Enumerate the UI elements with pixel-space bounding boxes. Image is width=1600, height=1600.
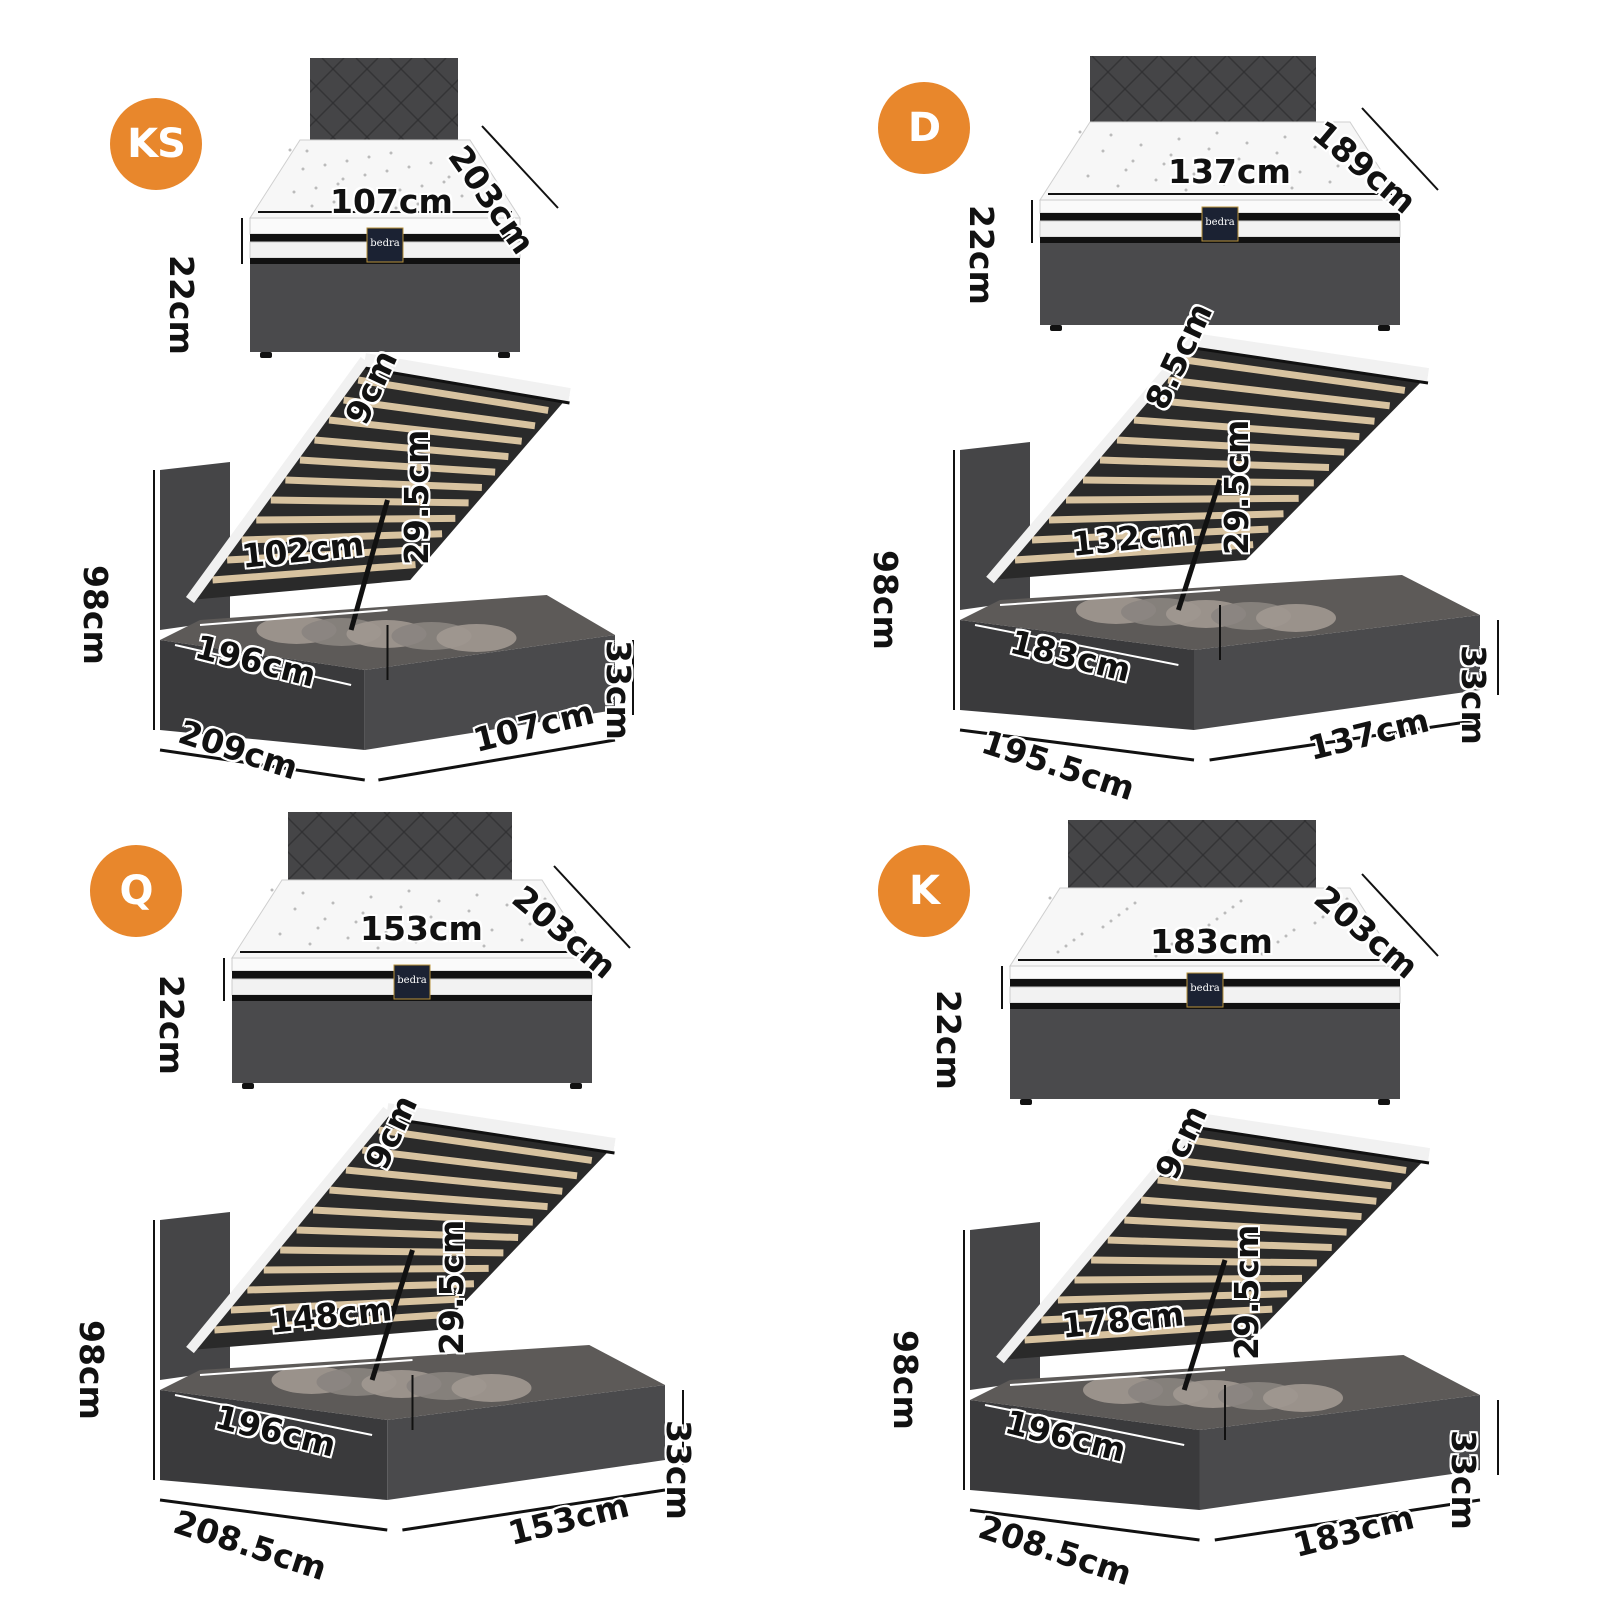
closed-bed-icon: bedra [1031, 56, 1439, 331]
storage-bed-open-icon [963, 1113, 1499, 1542]
tufted-headboard-icon [1068, 820, 1316, 890]
bed-base-icon [1010, 1009, 1400, 1099]
size-panel-ks: bedra KS 107cm 203cm 22cm 98cm 9cm 102cm… [0, 0, 800, 800]
tufted-headboard-icon [960, 442, 1030, 610]
frame-height-label: 98cm [886, 1330, 925, 1430]
bed-illustration: bedra [963, 820, 1499, 1542]
bed-base-front-icon [160, 1390, 388, 1500]
size-badge: D [878, 82, 970, 174]
base-height-label: 33cm [1454, 645, 1493, 745]
bed-base-side-icon [364, 635, 615, 750]
base-height-label: 33cm [659, 1420, 698, 1520]
tufted-headboard-icon [288, 812, 512, 886]
storage-depth-label: 29.5cm [1227, 1224, 1266, 1360]
bed-base-side-icon [387, 1385, 665, 1500]
top-width-label: 153cm [360, 909, 483, 948]
storage-bed-open-icon [153, 1103, 684, 1532]
brand-label-icon [393, 964, 431, 1000]
bed-illustration: bedra [153, 812, 684, 1532]
size-badge: K [878, 845, 970, 937]
gas-strut-icon [1176, 479, 1223, 611]
bed-base-icon [250, 264, 520, 352]
closed-bed-icon: bedra [1001, 820, 1439, 1105]
brand-label-icon [1186, 972, 1224, 1008]
mattress-height-label: 22cm [152, 975, 191, 1075]
tufted-headboard-icon [160, 1212, 230, 1380]
closed-bed-icon: bedra [241, 58, 559, 358]
mattress-height-label: 22cm [929, 990, 968, 1090]
top-width-label: 183cm [1150, 922, 1273, 961]
gas-strut-icon [1181, 1259, 1228, 1391]
bed-base-side-icon [1194, 615, 1480, 730]
tufted-headboard-icon [310, 58, 458, 148]
mattress-height-label: 22cm [162, 255, 201, 355]
brand-label-icon [1201, 206, 1239, 242]
bed-base-front-icon [160, 640, 365, 750]
bed-illustration: bedra [153, 58, 634, 782]
tufted-headboard-icon [970, 1222, 1040, 1390]
tufted-headboard-icon [1090, 56, 1316, 122]
gas-strut-icon [369, 1249, 415, 1381]
bed-base-front-icon [960, 620, 1194, 730]
top-width-label: 137cm [1168, 152, 1291, 191]
bed-base-icon [1040, 243, 1400, 325]
frame-height-label: 98cm [866, 550, 905, 650]
base-height-label: 33cm [599, 640, 638, 740]
brand-label-text: bedra [397, 975, 427, 986]
storage-bed-open-icon [153, 353, 634, 782]
bed-illustration: bedra [953, 56, 1499, 762]
base-height-label: 33cm [1444, 1430, 1483, 1530]
bed-base-side-icon [1199, 1395, 1480, 1510]
mattress-height-label: 22cm [962, 205, 1001, 305]
size-badge: KS [110, 98, 202, 190]
closed-bed-icon: bedra [223, 812, 631, 1089]
frame-height-label: 98cm [72, 1320, 111, 1420]
frame-height-label: 98cm [76, 565, 115, 665]
bed-base-icon [232, 1001, 592, 1083]
tufted-headboard-icon [160, 462, 230, 630]
brand-label-icon [366, 227, 404, 263]
top-width-label: 107cm [330, 182, 453, 221]
storage-depth-label: 29.5cm [397, 429, 436, 565]
gas-strut-icon [348, 499, 390, 631]
size-badge: Q [90, 845, 182, 937]
brand-label-text: bedra [370, 238, 400, 249]
size-panel-q: bedra Q 153cm 203cm 22cm 98cm 9cm 148cm … [0, 800, 800, 1600]
brand-label-text: bedra [1190, 983, 1220, 994]
brand-label-text: bedra [1205, 217, 1235, 228]
size-panel-k: bedra K 183cm 203cm 22cm 98cm 9cm 178cm … [800, 800, 1600, 1600]
size-panel-d: bedra D 137cm 189cm 22cm 98cm 8.5cm 132c… [800, 0, 1600, 808]
bed-base-front-icon [970, 1400, 1200, 1510]
storage-depth-label: 29.5cm [432, 1219, 471, 1355]
storage-depth-label: 29.5cm [1217, 419, 1256, 555]
storage-bed-open-icon [953, 333, 1499, 762]
